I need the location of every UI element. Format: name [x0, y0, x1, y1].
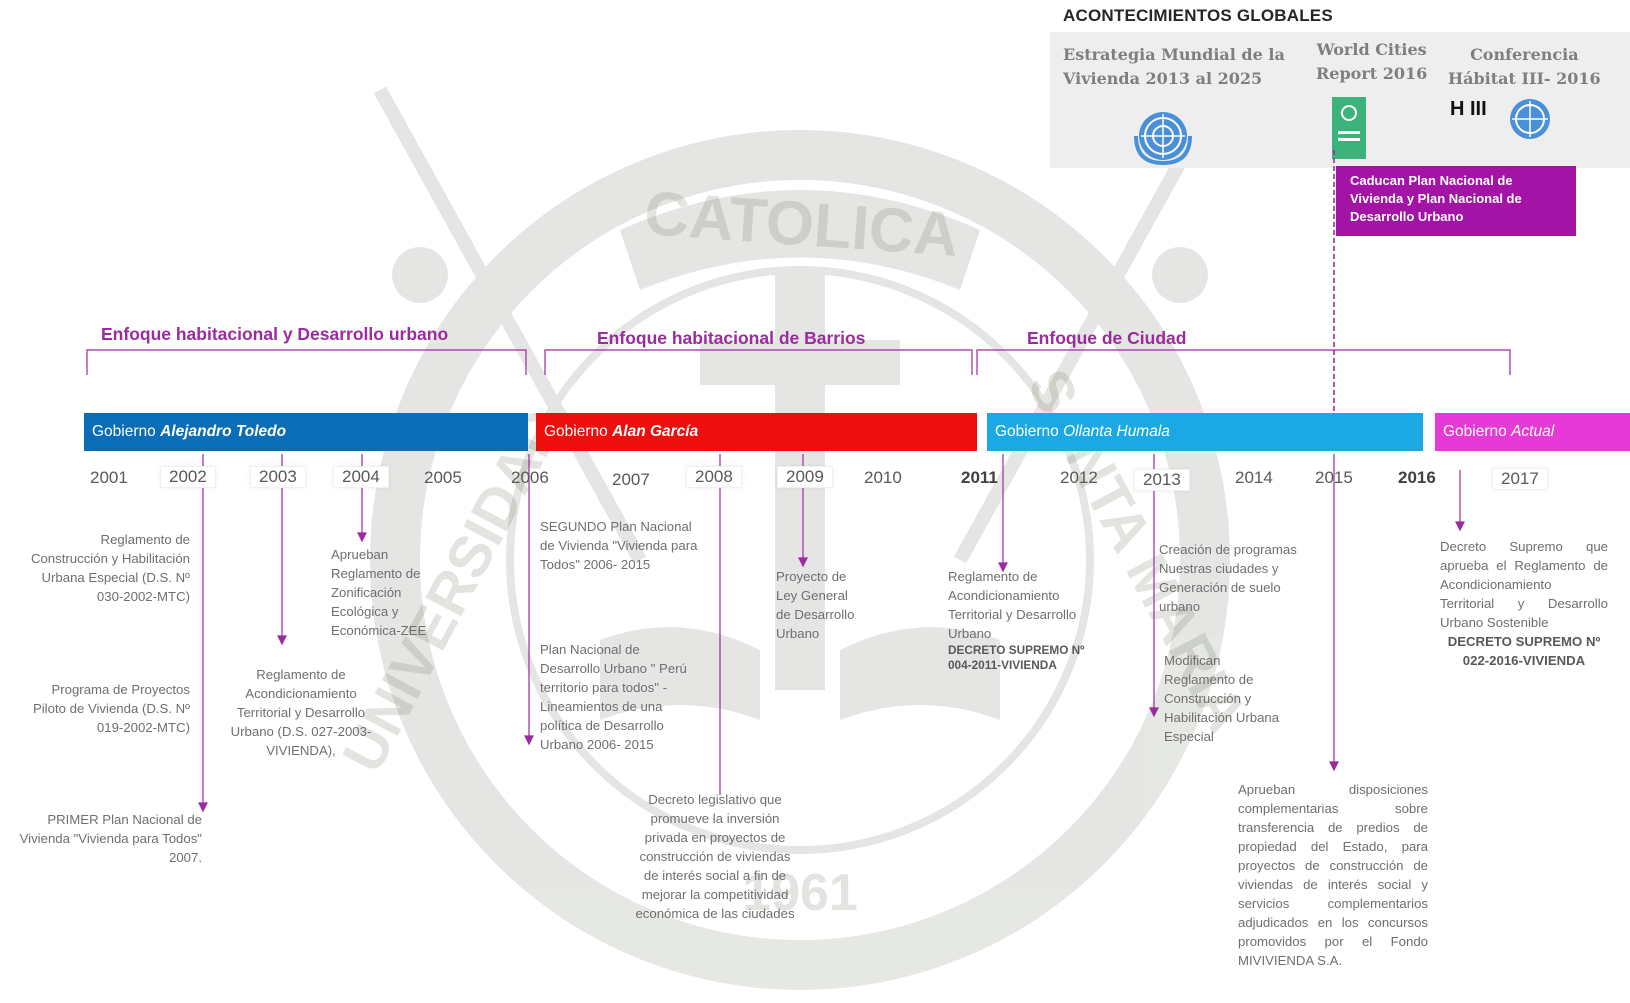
gov-bar-actual: Gobierno Actual	[1435, 413, 1630, 451]
gov-bar-humala: Gobierno Ollanta Humala	[987, 413, 1423, 451]
approach-bracket-3	[976, 349, 1511, 375]
un-emblem-small-icon	[1510, 99, 1550, 139]
year-2013: 2013	[1134, 469, 1190, 491]
event-2002-reglamento: Reglamento de Construcción y Habilitació…	[30, 532, 190, 604]
global-events-title: ACONTECIMIENTOS GLOBALES	[1063, 6, 1333, 25]
global-item-habitat-line1: Conferencia	[1470, 45, 1579, 64]
un-emblem-icon	[1134, 112, 1192, 166]
approach-heading-2: Enfoque habitacional de Barrios	[597, 328, 866, 348]
year-2007: 2007	[612, 470, 650, 489]
global-item-strategy: Estrategia Mundial de la Vivienda 2013 a…	[1063, 43, 1285, 91]
year-2004: 2004	[333, 466, 389, 488]
event-2013-modifican: Modifican Reglamento de Construcción y H…	[1164, 653, 1280, 744]
event-2017-text: Decreto Supremo que aprueba el Reglament…	[1440, 539, 1608, 630]
gov-prefix: Gobierno	[995, 423, 1064, 440]
year-2017: 2017	[1492, 468, 1548, 490]
event-2008-decreto: Decreto legislativo que promueve la inve…	[635, 792, 795, 921]
event-2009-proyecto-ley: Proyecto de Ley General de Desarrollo Ur…	[776, 569, 855, 641]
event-2003-reglamento: Reglamento de Acondicionamiento Territor…	[230, 667, 372, 758]
event-2011-decree: DECRETO SUPREMO Nº 004-2011-VIVIENDA	[948, 643, 1085, 672]
year-2014: 2014	[1235, 468, 1273, 487]
event-2017-decreto: Decreto Supremo que aprueba el Reglament…	[1440, 537, 1608, 670]
habitat-iii-logo: H III	[1450, 98, 1487, 120]
approach-bracket-2	[544, 349, 973, 375]
global-item-wcr-line2: Report 2016	[1316, 64, 1428, 83]
event-2006-plan-urbano: Plan Nacional de Desarrollo Urbano " Per…	[540, 642, 687, 752]
year-2011: 2011	[961, 468, 998, 487]
event-2011-reglamento: Reglamento de Acondicionamiento Territor…	[948, 567, 1108, 673]
event-2002-primer-plan: PRIMER Plan Nacional de Vivienda "Vivien…	[19, 812, 202, 865]
year-2016: 2016	[1398, 468, 1436, 487]
world-cities-report-icon	[1332, 97, 1366, 159]
gov-prefix: Gobierno	[92, 423, 161, 440]
approach-heading-1: Enfoque habitacional y Desarrollo urbano	[101, 324, 449, 344]
global-item-strategy-line2: Vivienda 2013 al 2025	[1063, 69, 1263, 88]
approach-heading-3: Enfoque de Ciudad	[1027, 328, 1187, 348]
year-2015: 2015	[1315, 468, 1353, 487]
gov-prefix: Gobierno	[1443, 423, 1512, 440]
year-2006: 2006	[511, 468, 549, 487]
year-2001: 2001	[90, 468, 128, 487]
caducan-event-box: Caducan Plan Nacional de Vivienda y Plan…	[1336, 166, 1576, 236]
gov-name: Actual	[1511, 423, 1555, 440]
global-item-wcr-line1: World Cities	[1316, 40, 1427, 59]
year-2005: 2005	[424, 468, 462, 487]
global-item-wcr: World Cities Report 2016	[1316, 38, 1427, 86]
global-events-panel: Estrategia Mundial de la Vivienda 2013 a…	[1050, 32, 1630, 168]
gov-bar-toledo: Gobierno Alejandro Toledo	[84, 413, 528, 451]
global-item-habitat: Conferencia Hábitat III- 2016	[1448, 43, 1601, 91]
gov-name: Alejandro Toledo	[160, 423, 287, 440]
gov-bar-garcia: Gobierno Alan García	[536, 413, 977, 451]
global-item-strategy-line1: Estrategia Mundial de la	[1063, 45, 1285, 64]
gov-name: Alan García	[612, 423, 699, 440]
year-2012: 2012	[1060, 468, 1098, 487]
event-2004-zee: Aprueban Reglamento de Zonificación Ecol…	[331, 547, 427, 638]
year-2010: 2010	[864, 468, 902, 487]
year-2009: 2009	[777, 466, 833, 488]
global-item-habitat-line2: Hábitat III- 2016	[1448, 69, 1601, 88]
event-2011-text: Reglamento de Acondicionamiento Territor…	[948, 569, 1077, 641]
year-2003: 2003	[250, 466, 306, 488]
event-2013-programas: Creación de programas Nuestras ciudades …	[1159, 542, 1297, 614]
approach-bracket-1	[86, 349, 527, 375]
gov-name: Ollanta Humala	[1063, 423, 1170, 440]
year-2008: 2008	[686, 466, 742, 488]
event-2017-decree: DECRETO SUPREMO Nº 022-2016-VIVIENDA	[1447, 634, 1601, 668]
gov-prefix: Gobierno	[544, 423, 613, 440]
event-2015-aprueban: Aprueban disposiciones complementarias s…	[1238, 782, 1428, 968]
event-2002-programa: Programa de Proyectos Piloto de Vivienda…	[32, 682, 190, 735]
year-2002: 2002	[160, 466, 216, 488]
event-2006-segundo-plan: SEGUNDO Plan Nacional de Vivienda "Vivie…	[540, 519, 698, 572]
